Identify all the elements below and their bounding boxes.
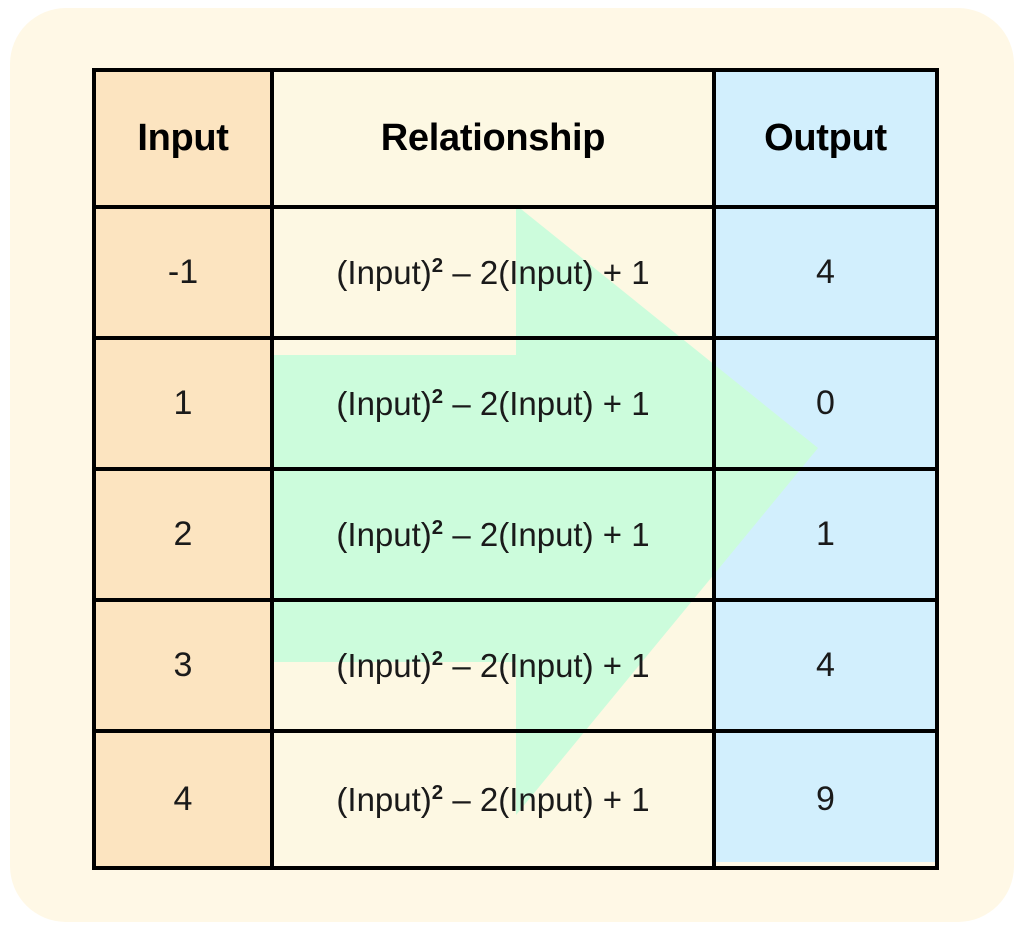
cell-relationship-formula: (Input)2 – 2(Input) + 1 xyxy=(270,467,716,602)
formula-exponent: 2 xyxy=(431,780,444,804)
table-row: 3 (Input)2 – 2(Input) + 1 4 xyxy=(92,598,939,733)
cell-relationship-formula: (Input)2 – 2(Input) + 1 xyxy=(270,336,716,471)
table-row: 1 (Input)2 – 2(Input) + 1 0 xyxy=(92,336,939,471)
formula-base: (Input) xyxy=(336,384,432,422)
formula-base: (Input) xyxy=(336,646,432,684)
cell-input-value: 4 xyxy=(92,729,274,870)
formula-rest: – 2(Input) + 1 xyxy=(443,515,650,553)
table-body: -1 (Input)2 – 2(Input) + 1 4 1 (Input)2 … xyxy=(92,205,939,870)
header-cell-relationship: Relationship xyxy=(270,68,716,209)
formula-rest: – 2(Input) + 1 xyxy=(443,253,650,291)
cell-output-value: 9 xyxy=(712,729,939,870)
formula-base: (Input) xyxy=(336,780,432,818)
header-cell-input: Input xyxy=(92,68,274,209)
table-row: 2 (Input)2 – 2(Input) + 1 1 xyxy=(92,467,939,602)
cell-input-value: 1 xyxy=(92,336,274,471)
cell-input-value: 2 xyxy=(92,467,274,602)
cell-relationship-formula: (Input)2 – 2(Input) + 1 xyxy=(270,205,716,340)
formula-base: (Input) xyxy=(336,253,432,291)
formula-base: (Input) xyxy=(336,515,432,553)
formula-exponent: 2 xyxy=(431,515,444,539)
cell-input-value: 3 xyxy=(92,598,274,733)
table-row: -1 (Input)2 – 2(Input) + 1 4 xyxy=(92,205,939,340)
table-row: 4 (Input)2 – 2(Input) + 1 9 xyxy=(92,729,939,870)
cell-relationship-formula: (Input)2 – 2(Input) + 1 xyxy=(270,598,716,733)
formula-rest: – 2(Input) + 1 xyxy=(443,384,650,422)
cell-relationship-formula: (Input)2 – 2(Input) + 1 xyxy=(270,729,716,870)
cell-output-value: 4 xyxy=(712,598,939,733)
formula-rest: – 2(Input) + 1 xyxy=(443,780,650,818)
cell-output-value: 4 xyxy=(712,205,939,340)
header-row: Input Relationship Output xyxy=(92,68,939,209)
table-header: Input Relationship Output xyxy=(92,68,939,209)
formula-exponent: 2 xyxy=(431,646,444,670)
input-output-table: Input Relationship Output -1 (Input)2 – … xyxy=(92,68,939,870)
formula-exponent: 2 xyxy=(431,253,444,277)
formula-rest: – 2(Input) + 1 xyxy=(443,646,650,684)
cell-input-value: -1 xyxy=(92,205,274,340)
cell-output-value: 0 xyxy=(712,336,939,471)
header-cell-output: Output xyxy=(712,68,939,209)
cell-output-value: 1 xyxy=(712,467,939,602)
formula-exponent: 2 xyxy=(431,384,444,408)
